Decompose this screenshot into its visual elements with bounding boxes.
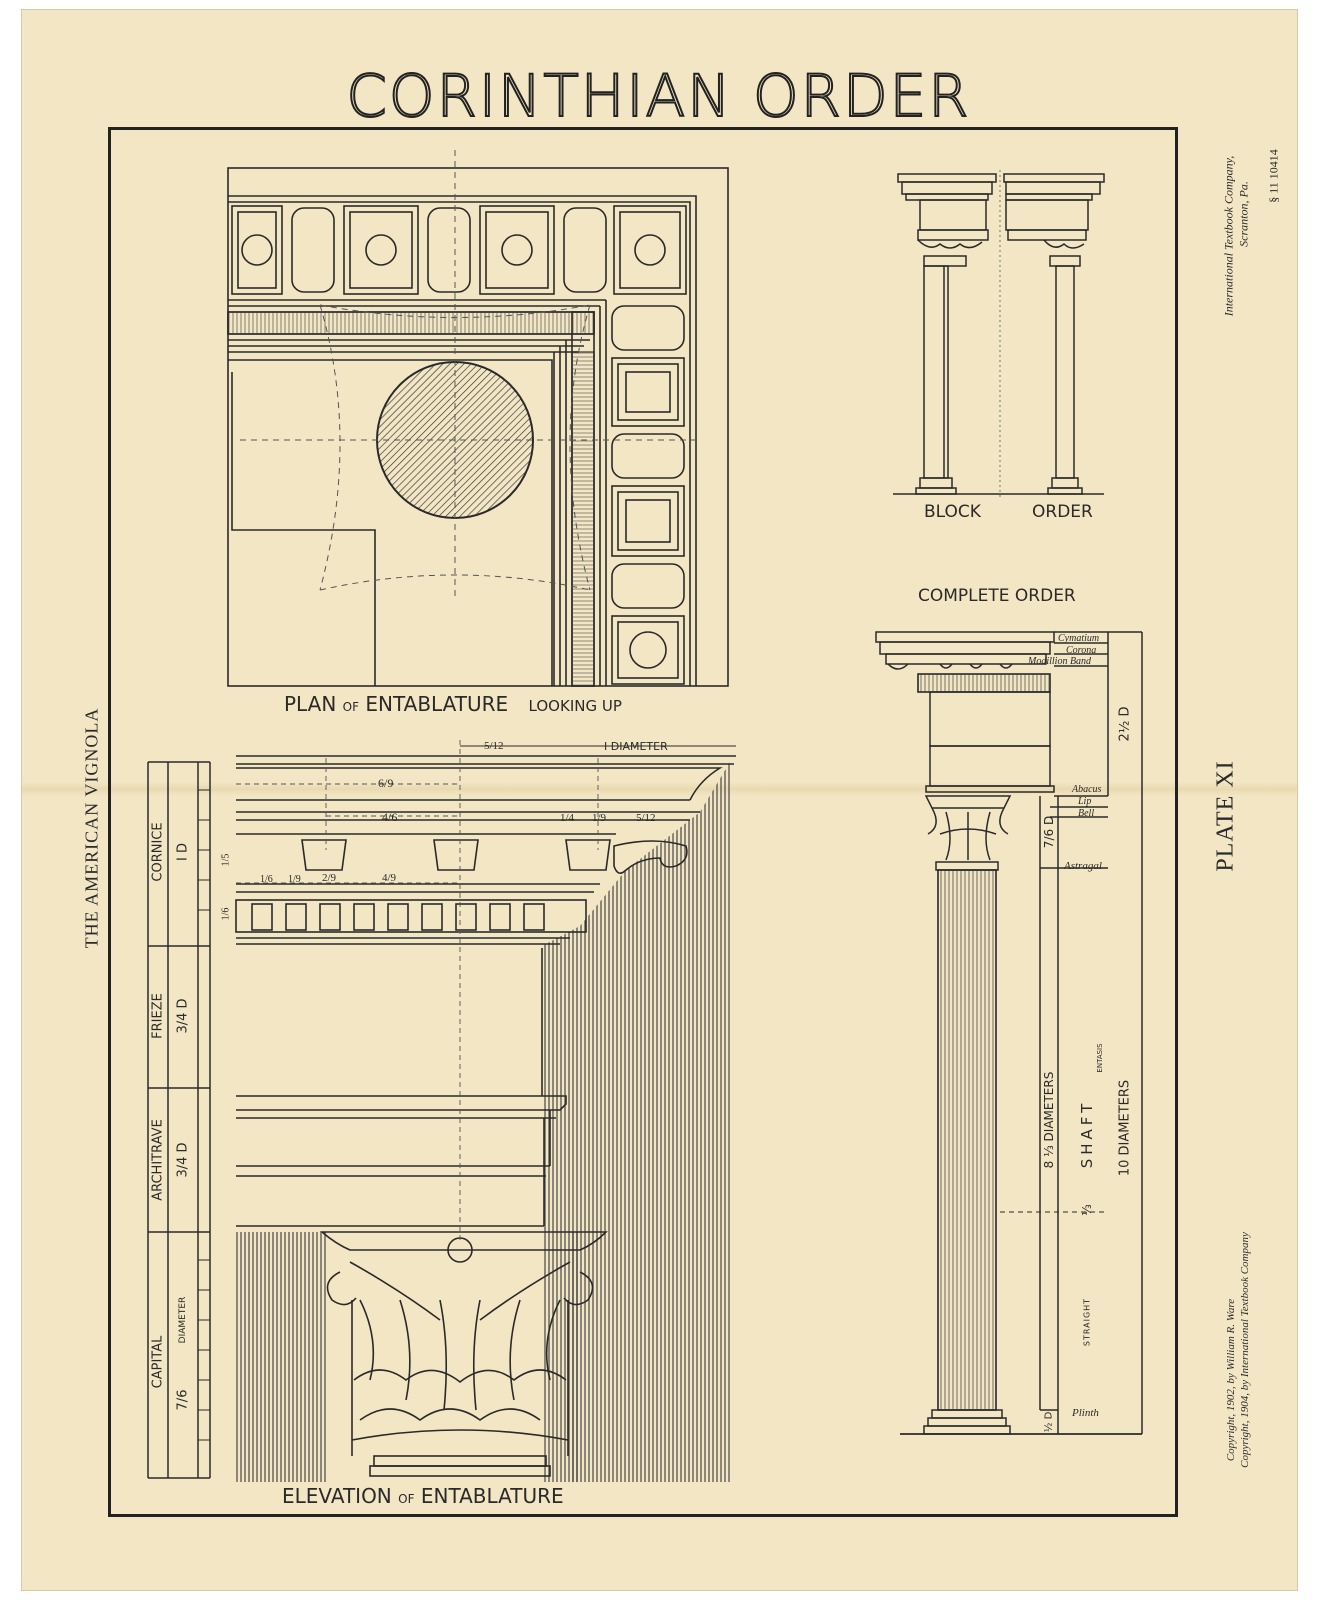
label-corona: Corona [1066, 645, 1097, 656]
side-title: THE AMERICAN VIGNOLA [81, 707, 102, 949]
dim-1-6: 1/6 [260, 874, 273, 885]
plan-coffer-row-top [231, 205, 687, 295]
scale-capital-d: 7/6 [175, 1389, 191, 1411]
dim-1-9: 1/9 [592, 812, 607, 824]
order-caption: ORDER [1032, 502, 1093, 522]
dim-1-9-b: 1/9 [288, 874, 301, 885]
scale-cornice: CORNICE [150, 822, 166, 882]
label-total-height: 10 DIAMETERS [1117, 1079, 1133, 1177]
elevation-modillions [301, 839, 688, 874]
label-shaft-height: 8 ⅓ DIAMETERS [1042, 1071, 1056, 1169]
block-and-order-views [897, 170, 1105, 500]
elevation-capital [319, 1231, 608, 1477]
scale-cornice-d: I D [175, 843, 191, 861]
dim-1-4: 1/4 [560, 812, 575, 824]
complete-order-heading: COMPLETE ORDER [918, 586, 1076, 606]
publisher-line-2: Scranton, Pa. [1236, 181, 1251, 247]
plan-caption-plan: PLAN [284, 692, 337, 716]
copyright-line-2: Copyright, 1904, by International Textbo… [1239, 1232, 1251, 1468]
dim-4-6: 4/6 [382, 810, 398, 824]
complete-order-drawing [875, 631, 1143, 1435]
label-one-third: ⅓ [1080, 1204, 1094, 1216]
label-half-d: ½ D [1043, 1411, 1055, 1433]
scale-architrave: ARCHITRAVE [150, 1119, 166, 1201]
dim-6-9: 6/9 [378, 776, 394, 790]
plan-caption-entablature: ENTABLATURE [365, 692, 509, 716]
dim-1-diameter: I DIAMETER [604, 740, 668, 753]
elevation-of-entablature [235, 740, 736, 1482]
label-abacus: Abacus [1072, 784, 1102, 795]
plan-caption-of: OF [342, 700, 360, 714]
label-bell: Bell [1078, 808, 1095, 819]
dim-1-5: 1/5 [220, 853, 232, 867]
label-astragal: Astragal [1064, 860, 1102, 872]
label-lip: Lip [1078, 796, 1092, 807]
label-modillion-band: Modillion Band [1028, 656, 1092, 667]
drawing-frame [108, 127, 1178, 1517]
dim-5-12: 5/12 [484, 740, 504, 752]
elevation-caption-entablature: ENTABLATURE [420, 1484, 564, 1508]
plan-coffer-column-right [611, 305, 685, 685]
scale-capital: CAPITAL [150, 1335, 166, 1389]
proportion-scale [147, 761, 211, 1479]
elevation-caption-elevation: ELEVATION [282, 1484, 392, 1508]
scale-capital-diameter: DIAMETER [178, 1296, 188, 1344]
elevation-dentils [251, 903, 545, 931]
scale-frieze: FRIEZE [150, 993, 166, 1039]
elevation-caption-of: OF [398, 1492, 415, 1506]
dim-2-9: 2/9 [322, 872, 337, 884]
plan-caption-looking-up: LOOKING UP [528, 697, 622, 715]
elevation-caption: ELEVATION OF ENTABLATURE [282, 1484, 564, 1508]
label-plinth: Plinth [1072, 1407, 1099, 1419]
plan-caption: PLAN OF ENTABLATURE LOOKING UP [284, 692, 622, 716]
label-capital-height: 7/6 D [1042, 815, 1056, 849]
dim-5-12-b: 5/12 [636, 812, 656, 824]
dim-4-9: 4/9 [382, 872, 397, 884]
plate-title: CORINTHIAN ORDER [345, 61, 971, 131]
label-straight: STRAIGHT [1082, 1297, 1092, 1347]
plate-number: PLATE XI [1212, 760, 1239, 872]
copyright-line-1: Copyright, 1902, by William R. Ware [1225, 1298, 1237, 1462]
scale-architrave-d: 3/4 D [175, 1142, 191, 1178]
label-entablature-height: 2½ D [1117, 706, 1133, 742]
label-cymatium: Cymatium [1058, 633, 1100, 644]
publisher-line-1: International Textbook Company, [1221, 155, 1236, 317]
label-entasis: ENTASIS [1096, 1043, 1104, 1073]
dim-1-6-b: 1/6 [220, 907, 232, 921]
publisher-number: § 11 10414 [1266, 149, 1281, 203]
scale-frieze-d: 3/4 D [175, 998, 191, 1034]
plan-of-entablature [227, 150, 729, 687]
block-caption: BLOCK [924, 502, 981, 522]
label-shaft: SHAFT [1078, 1099, 1096, 1169]
